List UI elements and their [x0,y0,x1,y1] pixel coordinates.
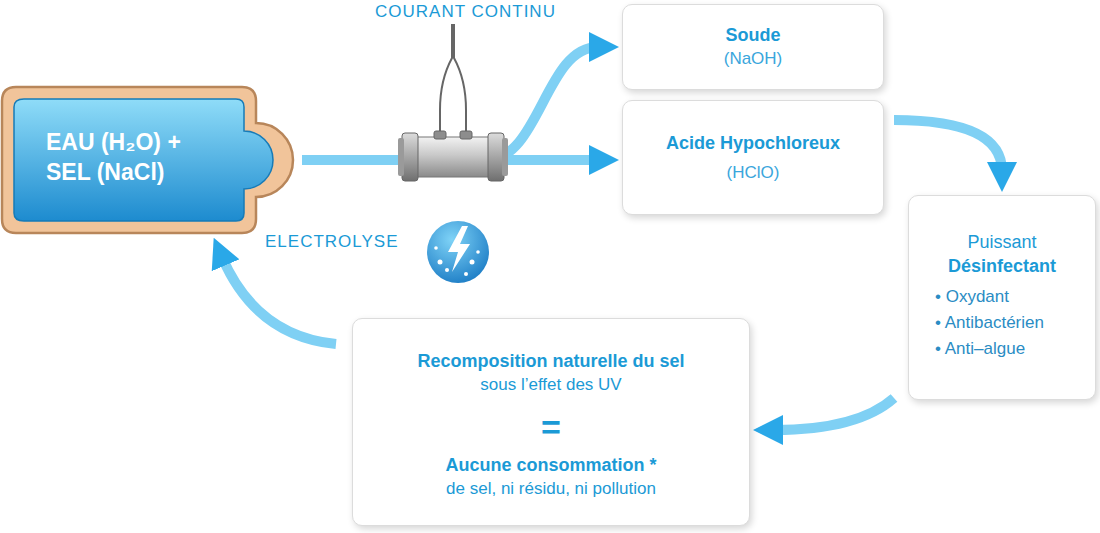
node-title: Soude [633,23,873,47]
node-title: EAU (H₂O) + SEL (NaCl) [46,127,226,187]
electrolysis-icon [427,221,489,283]
node-text: • Anti–algue [919,336,1085,362]
process-label: ELECTROLYSE [262,232,402,252]
node-text: • Oxydant [919,284,1085,310]
node-text: de sel, ni résidu, ni pollution [365,477,737,501]
flow-arrow [302,155,598,165]
product-box: Acide Hypochloreux (HClO) [622,100,884,215]
flow-arrow [302,47,598,160]
node-text: (NaOH) [633,47,873,71]
property-box: PuissantDésinfectant • Oxydant• Antibacté… [908,195,1096,400]
node-title: Acide Hypochloreux [633,131,873,155]
node-text: Aucune consommation * [365,453,737,477]
wires [440,24,466,136]
node-text: • Antibactérien [919,310,1085,336]
power-label: COURANT CONTINU [372,2,559,22]
node-title: Recomposition naturelle du sel [365,349,737,373]
flow-arrow [894,120,1002,171]
product-box: Soude(NaOH) [622,4,884,90]
pool-shape: EAU (H₂O) + SEL (NaCl) [0,85,300,235]
flow-arrow [222,257,336,344]
node-text: sous l’effet des UV [365,373,737,397]
node-text: Désinfectant [919,254,1085,278]
electrolysis-cell [398,131,508,181]
result-box: Recomposition naturelle du selsous l’eff… [352,318,750,526]
node-title: Puissant [919,230,1085,254]
node-text: = [365,407,737,447]
node-text: (HClO) [633,161,873,185]
flow-arrow [774,398,894,430]
